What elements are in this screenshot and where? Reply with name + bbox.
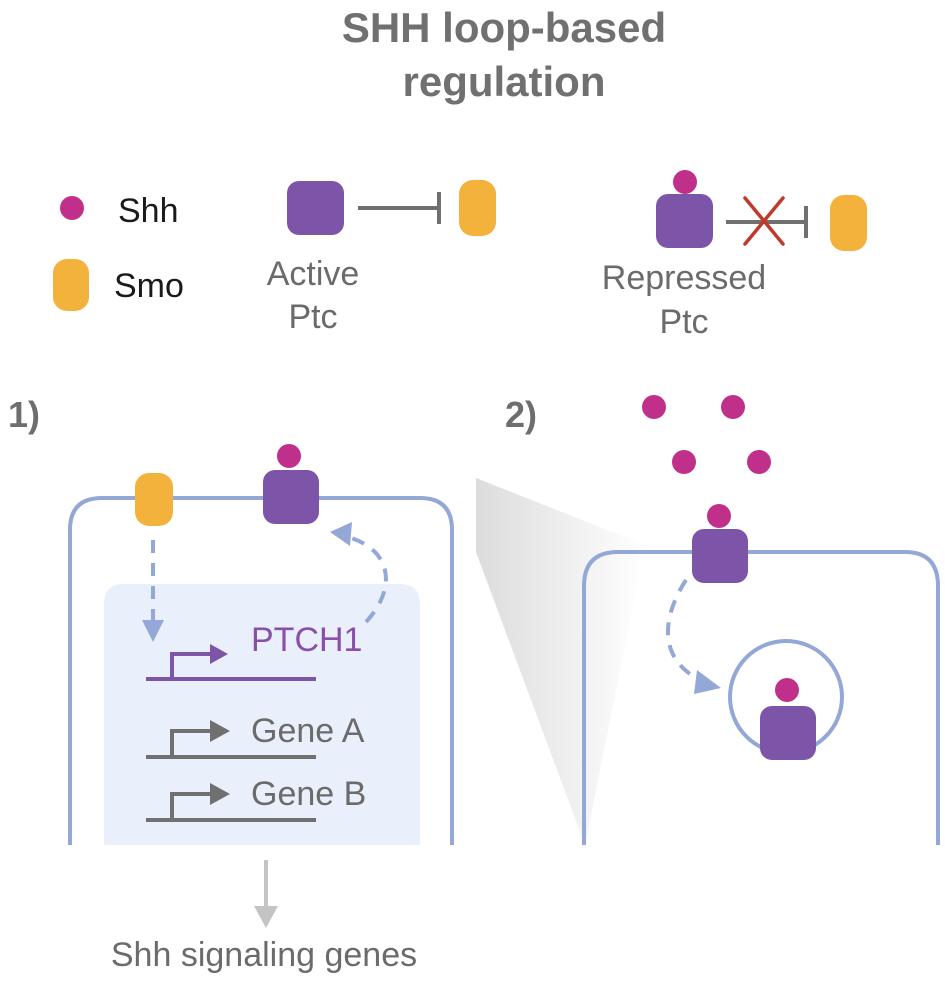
diagram-title-line2: regulation (402, 58, 605, 105)
gene-b-label: Gene B (251, 775, 366, 813)
smo-receptor (135, 473, 173, 526)
diagram-title-line1: SHH loop-based (342, 4, 666, 51)
gene-a-promoter-arrow-icon (210, 720, 230, 742)
active-ptc-icon (287, 181, 344, 235)
gene-b: Gene B (146, 775, 366, 822)
shh-ligand-free (672, 450, 696, 474)
smo-free-icon (830, 195, 867, 251)
cell-membrane (582, 550, 940, 845)
panel-1-cell: PTCH1 Gene A Gene B Shh signaling genes (68, 444, 454, 974)
shh-ligand-internalized (775, 678, 799, 702)
shh-ligand (707, 504, 731, 528)
shh-ligand (277, 444, 301, 468)
gene-ptch1-label: PTCH1 (251, 621, 362, 659)
ptc-receptor (263, 470, 319, 524)
cross-icon (743, 196, 785, 246)
nucleus (104, 584, 420, 845)
internalization-arrowhead (694, 670, 721, 694)
panel-2-number: 2) (505, 394, 537, 435)
cell-membrane (68, 496, 454, 845)
shh-ligand-free (721, 395, 745, 419)
ptc-internalized (760, 706, 816, 760)
shh-legend-icon (60, 196, 84, 220)
gene-a-label: Gene A (251, 712, 365, 750)
output-arrowhead (254, 906, 278, 928)
gene-ptch1: PTCH1 (146, 621, 362, 681)
smo-legend-icon (53, 259, 89, 311)
gene-a: Gene A (146, 712, 365, 759)
internalization-arrow (666, 578, 701, 682)
panel-1-number: 1) (8, 394, 40, 435)
smo-target-icon (459, 180, 496, 236)
shh-ligand-free (642, 395, 666, 419)
smo-legend-label: Smo (114, 267, 184, 305)
ptc-receptor (692, 529, 748, 583)
output-label: Shh signaling genes (111, 936, 417, 974)
active-ptc-label-line1: Active (267, 255, 360, 293)
ptch1-promoter-arrow-icon (210, 644, 228, 664)
repressed-ptc-label-line1: Repressed (602, 259, 766, 297)
legend: Shh Smo Active Ptc Repressed Ptc (53, 170, 867, 341)
active-ptc-label-line2: Ptc (288, 298, 337, 336)
repressed-ptc-label-line2: Ptc (659, 303, 708, 341)
shh-legend-label: Shh (118, 192, 179, 230)
feedback-arrowhead (330, 522, 352, 546)
shh-bound-icon (673, 170, 697, 194)
gene-b-promoter-arrow-icon (210, 783, 230, 805)
repressed-ptc-icon (656, 194, 713, 248)
feedback-arrow (339, 533, 388, 624)
smo-signal-arrowhead (142, 620, 164, 642)
zoom-wedge (476, 478, 645, 845)
panel-2-cell (582, 395, 940, 845)
shh-ligand-free (747, 450, 771, 474)
